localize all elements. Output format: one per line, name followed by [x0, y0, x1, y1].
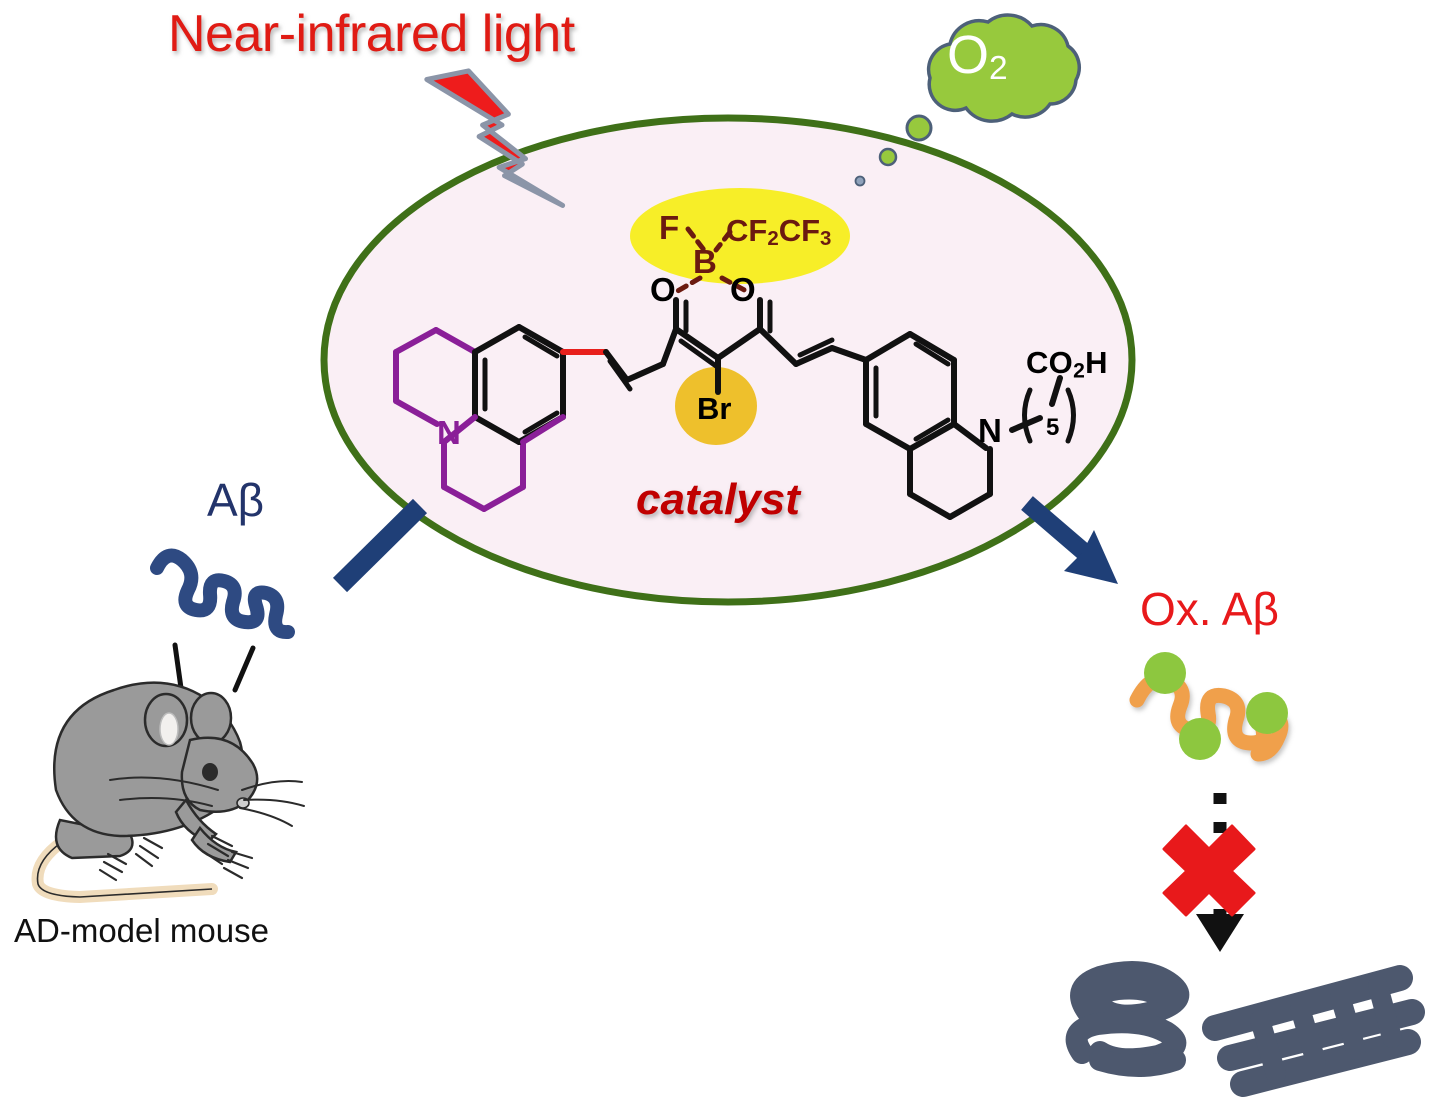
- co2-subscript: 2: [1073, 359, 1086, 383]
- alkyl-chain-bond: [1049, 375, 1063, 407]
- cf3-subscript: 3: [820, 227, 832, 251]
- cf2-letters: CF: [726, 213, 768, 248]
- boron-dashed-bonds: [673, 226, 751, 295]
- boron-atom-label: B: [693, 243, 717, 280]
- left-vinyl-chain: [603, 326, 679, 392]
- julolidine-n-bonds: [441, 414, 566, 445]
- o2-letter: O: [947, 25, 990, 85]
- mouse-icon: [31, 681, 305, 904]
- fluorine-atom-label: F: [659, 209, 680, 246]
- amyloid-aggregate-icon: [1065, 961, 1190, 1077]
- h-letter: H: [1085, 345, 1108, 380]
- carboxylic-acid-label: CO2H: [1026, 345, 1108, 384]
- diketone-core: [673, 297, 773, 395]
- o2-label: O2: [947, 24, 1008, 88]
- tetrahydroquinoline-ring: [907, 421, 993, 520]
- catalyst-molecule: [393, 226, 1076, 520]
- ad-model-mouse-caption: AD-model mouse: [14, 912, 269, 949]
- o2-bubble-trail: [854, 114, 933, 187]
- bromine-atom-label: Br: [697, 391, 732, 426]
- nitrogen-left-atom-label: N: [437, 414, 461, 451]
- abeta-squiggle-icon: [150, 548, 295, 640]
- cf2-subscript: 2: [767, 227, 779, 251]
- red-cross-icon: [1162, 824, 1256, 917]
- near-infrared-light-label: Near-infrared light: [168, 5, 575, 63]
- amyloid-fibril-icon: [1202, 965, 1425, 1097]
- br-highlight: [675, 367, 757, 445]
- catalyst-label: catalyst: [636, 475, 800, 524]
- oxygen-left-atom-label: O: [650, 271, 676, 308]
- o2-subscript: 2: [989, 50, 1008, 88]
- right-vinyl-chain: [757, 326, 869, 367]
- o2-cloud-icon: [926, 13, 1081, 123]
- right-aryl-ring: [863, 331, 957, 452]
- output-arrow-icon: [1021, 496, 1118, 584]
- chain-length-subscript-label: 5: [1046, 414, 1060, 441]
- co-letters: CO: [1026, 345, 1074, 380]
- oxygen-right-atom-label: O: [730, 271, 756, 308]
- julolidine-purple-rings: [393, 327, 526, 512]
- emphasis-ticks: [172, 642, 256, 693]
- nitrogen-right-atom-label: N: [978, 412, 1002, 449]
- perfluoroethyl-group-label: CF2CF3: [726, 213, 831, 251]
- lightning-bolt-icon: [424, 68, 566, 208]
- bf-highlight: [630, 188, 850, 284]
- input-arrow-icon: [332, 498, 428, 593]
- abeta-label: Aβ: [207, 474, 265, 526]
- oxidized-abeta-squiggle-icon: [1129, 652, 1289, 762]
- chain-parentheses: [1022, 387, 1076, 444]
- oxidized-abeta-label: Ox. Aβ: [1140, 583, 1279, 635]
- cf3-letters: CF: [778, 213, 821, 248]
